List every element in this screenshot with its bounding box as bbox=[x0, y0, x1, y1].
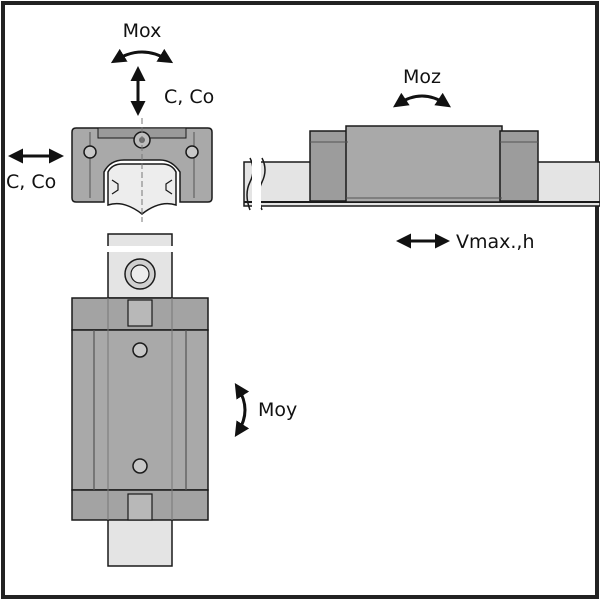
side-view bbox=[243, 125, 600, 211]
mox-rotation-arrow bbox=[110, 48, 174, 64]
c-co-vertical-label: C, Co bbox=[164, 86, 214, 108]
mox-label: Mox bbox=[123, 20, 162, 42]
moz-label: Moz bbox=[403, 66, 441, 88]
front-hole-left bbox=[83, 145, 97, 159]
moy-rotation-arrow bbox=[234, 382, 250, 438]
front-carriage-body bbox=[71, 127, 213, 203]
top-hole-lower bbox=[132, 458, 148, 474]
front-rail-profile bbox=[107, 163, 177, 215]
v-max-h-label: Vmax.,h bbox=[456, 231, 535, 253]
moy-label: Moy bbox=[258, 399, 297, 421]
top-hole-upper bbox=[132, 342, 148, 358]
front-hole-right bbox=[185, 145, 199, 159]
top-rail-lower bbox=[107, 515, 173, 567]
side-carriage-body bbox=[345, 125, 503, 203]
side-end-seal-right bbox=[499, 130, 539, 202]
c-co-horizontal-label: C, Co bbox=[6, 171, 56, 193]
top-view bbox=[71, 233, 209, 567]
front-view bbox=[71, 118, 213, 222]
moz-rotation-arrow bbox=[393, 92, 451, 108]
